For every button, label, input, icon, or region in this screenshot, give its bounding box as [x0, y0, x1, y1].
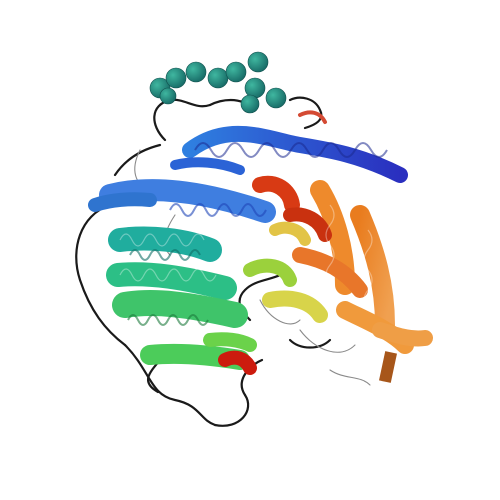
blue-helix-mid [88, 157, 276, 223]
orange-helices [292, 180, 433, 383]
helix-ribs [119, 204, 373, 311]
ligand-spheres [149, 51, 287, 114]
teal-helix-bundle [106, 226, 248, 328]
blue-helix-top [182, 125, 408, 183]
red-helices [218, 110, 332, 375]
yellow-green-helices [243, 221, 328, 323]
